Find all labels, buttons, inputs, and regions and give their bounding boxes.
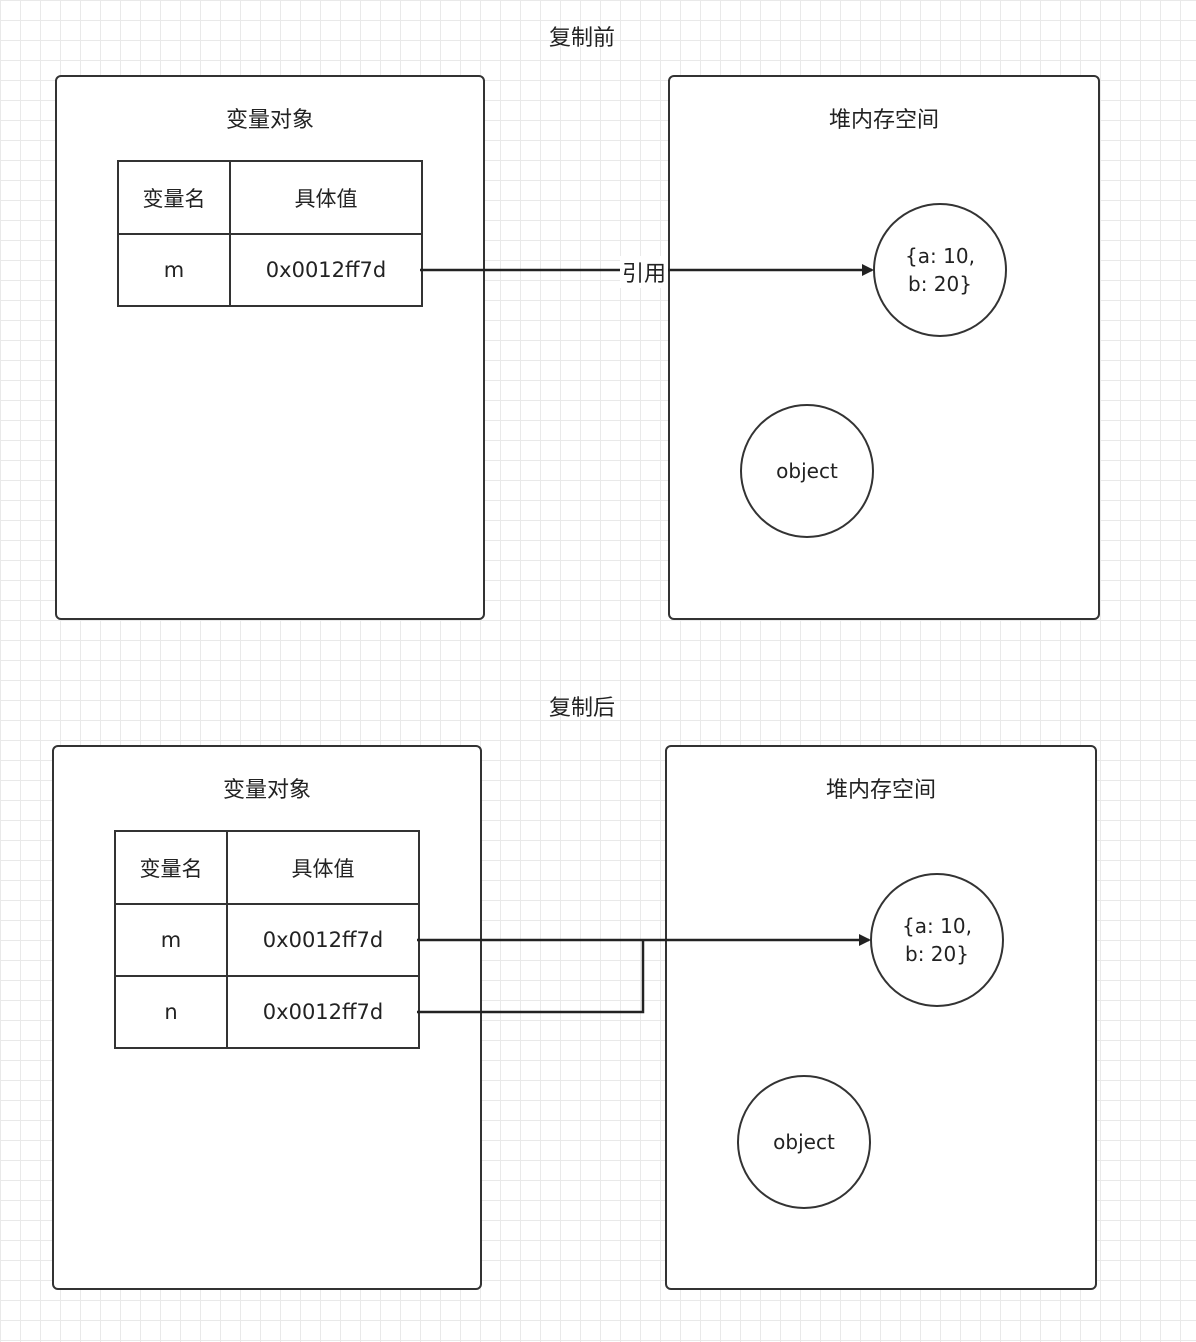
header-var-name: 变量名 <box>117 160 231 235</box>
heap-box-after: 堆内存空间 <box>665 745 1097 1290</box>
heap-object-generic-before: object <box>740 404 874 538</box>
heading-before: 复制前 <box>548 26 615 51</box>
heap-object-ab-before: {a: 10, b: 20} <box>873 203 1007 337</box>
variable-object-title: 变量对象 <box>222 778 311 803</box>
header-value: 具体值 <box>226 830 420 905</box>
table-header-row: 变量名 具体值 <box>114 830 420 905</box>
header-value: 具体值 <box>229 160 423 235</box>
row-var-name: m <box>117 233 231 307</box>
heap-object-ab-after: {a: 10, b: 20} <box>870 873 1004 1007</box>
table-row: m 0x0012ff7d <box>117 233 423 307</box>
table-row: m 0x0012ff7d <box>114 903 420 977</box>
table-row: n 0x0012ff7d <box>114 975 420 1049</box>
row-value: 0x0012ff7d <box>226 903 420 977</box>
header-var-name: 变量名 <box>114 830 228 905</box>
heap-box-before: 堆内存空间 <box>668 75 1100 620</box>
reference-label: 引用 <box>620 256 669 288</box>
heap-object-ab-label: {a: 10, b: 20} <box>902 914 972 966</box>
heading-after: 复制后 <box>548 696 615 721</box>
heap-object-ab-label: {a: 10, b: 20} <box>905 244 975 296</box>
variable-table-after: 变量名 具体值 m 0x0012ff7d n 0x0012ff7d <box>114 830 420 1049</box>
variable-object-title: 变量对象 <box>225 108 314 133</box>
heap-object-generic-after: object <box>737 1075 871 1209</box>
heap-title: 堆内存空间 <box>825 778 936 803</box>
row-value: 0x0012ff7d <box>226 975 420 1049</box>
heap-object-generic-label: object <box>773 1130 835 1154</box>
row-var-name: m <box>114 903 228 977</box>
variable-table-before: 变量名 具体值 m 0x0012ff7d <box>117 160 423 307</box>
heap-title: 堆内存空间 <box>828 108 939 133</box>
heap-object-generic-label: object <box>776 459 838 483</box>
row-value: 0x0012ff7d <box>229 233 423 307</box>
variable-object-box-before: 变量对象 <box>55 75 485 620</box>
table-header-row: 变量名 具体值 <box>117 160 423 235</box>
row-var-name: n <box>114 975 228 1049</box>
